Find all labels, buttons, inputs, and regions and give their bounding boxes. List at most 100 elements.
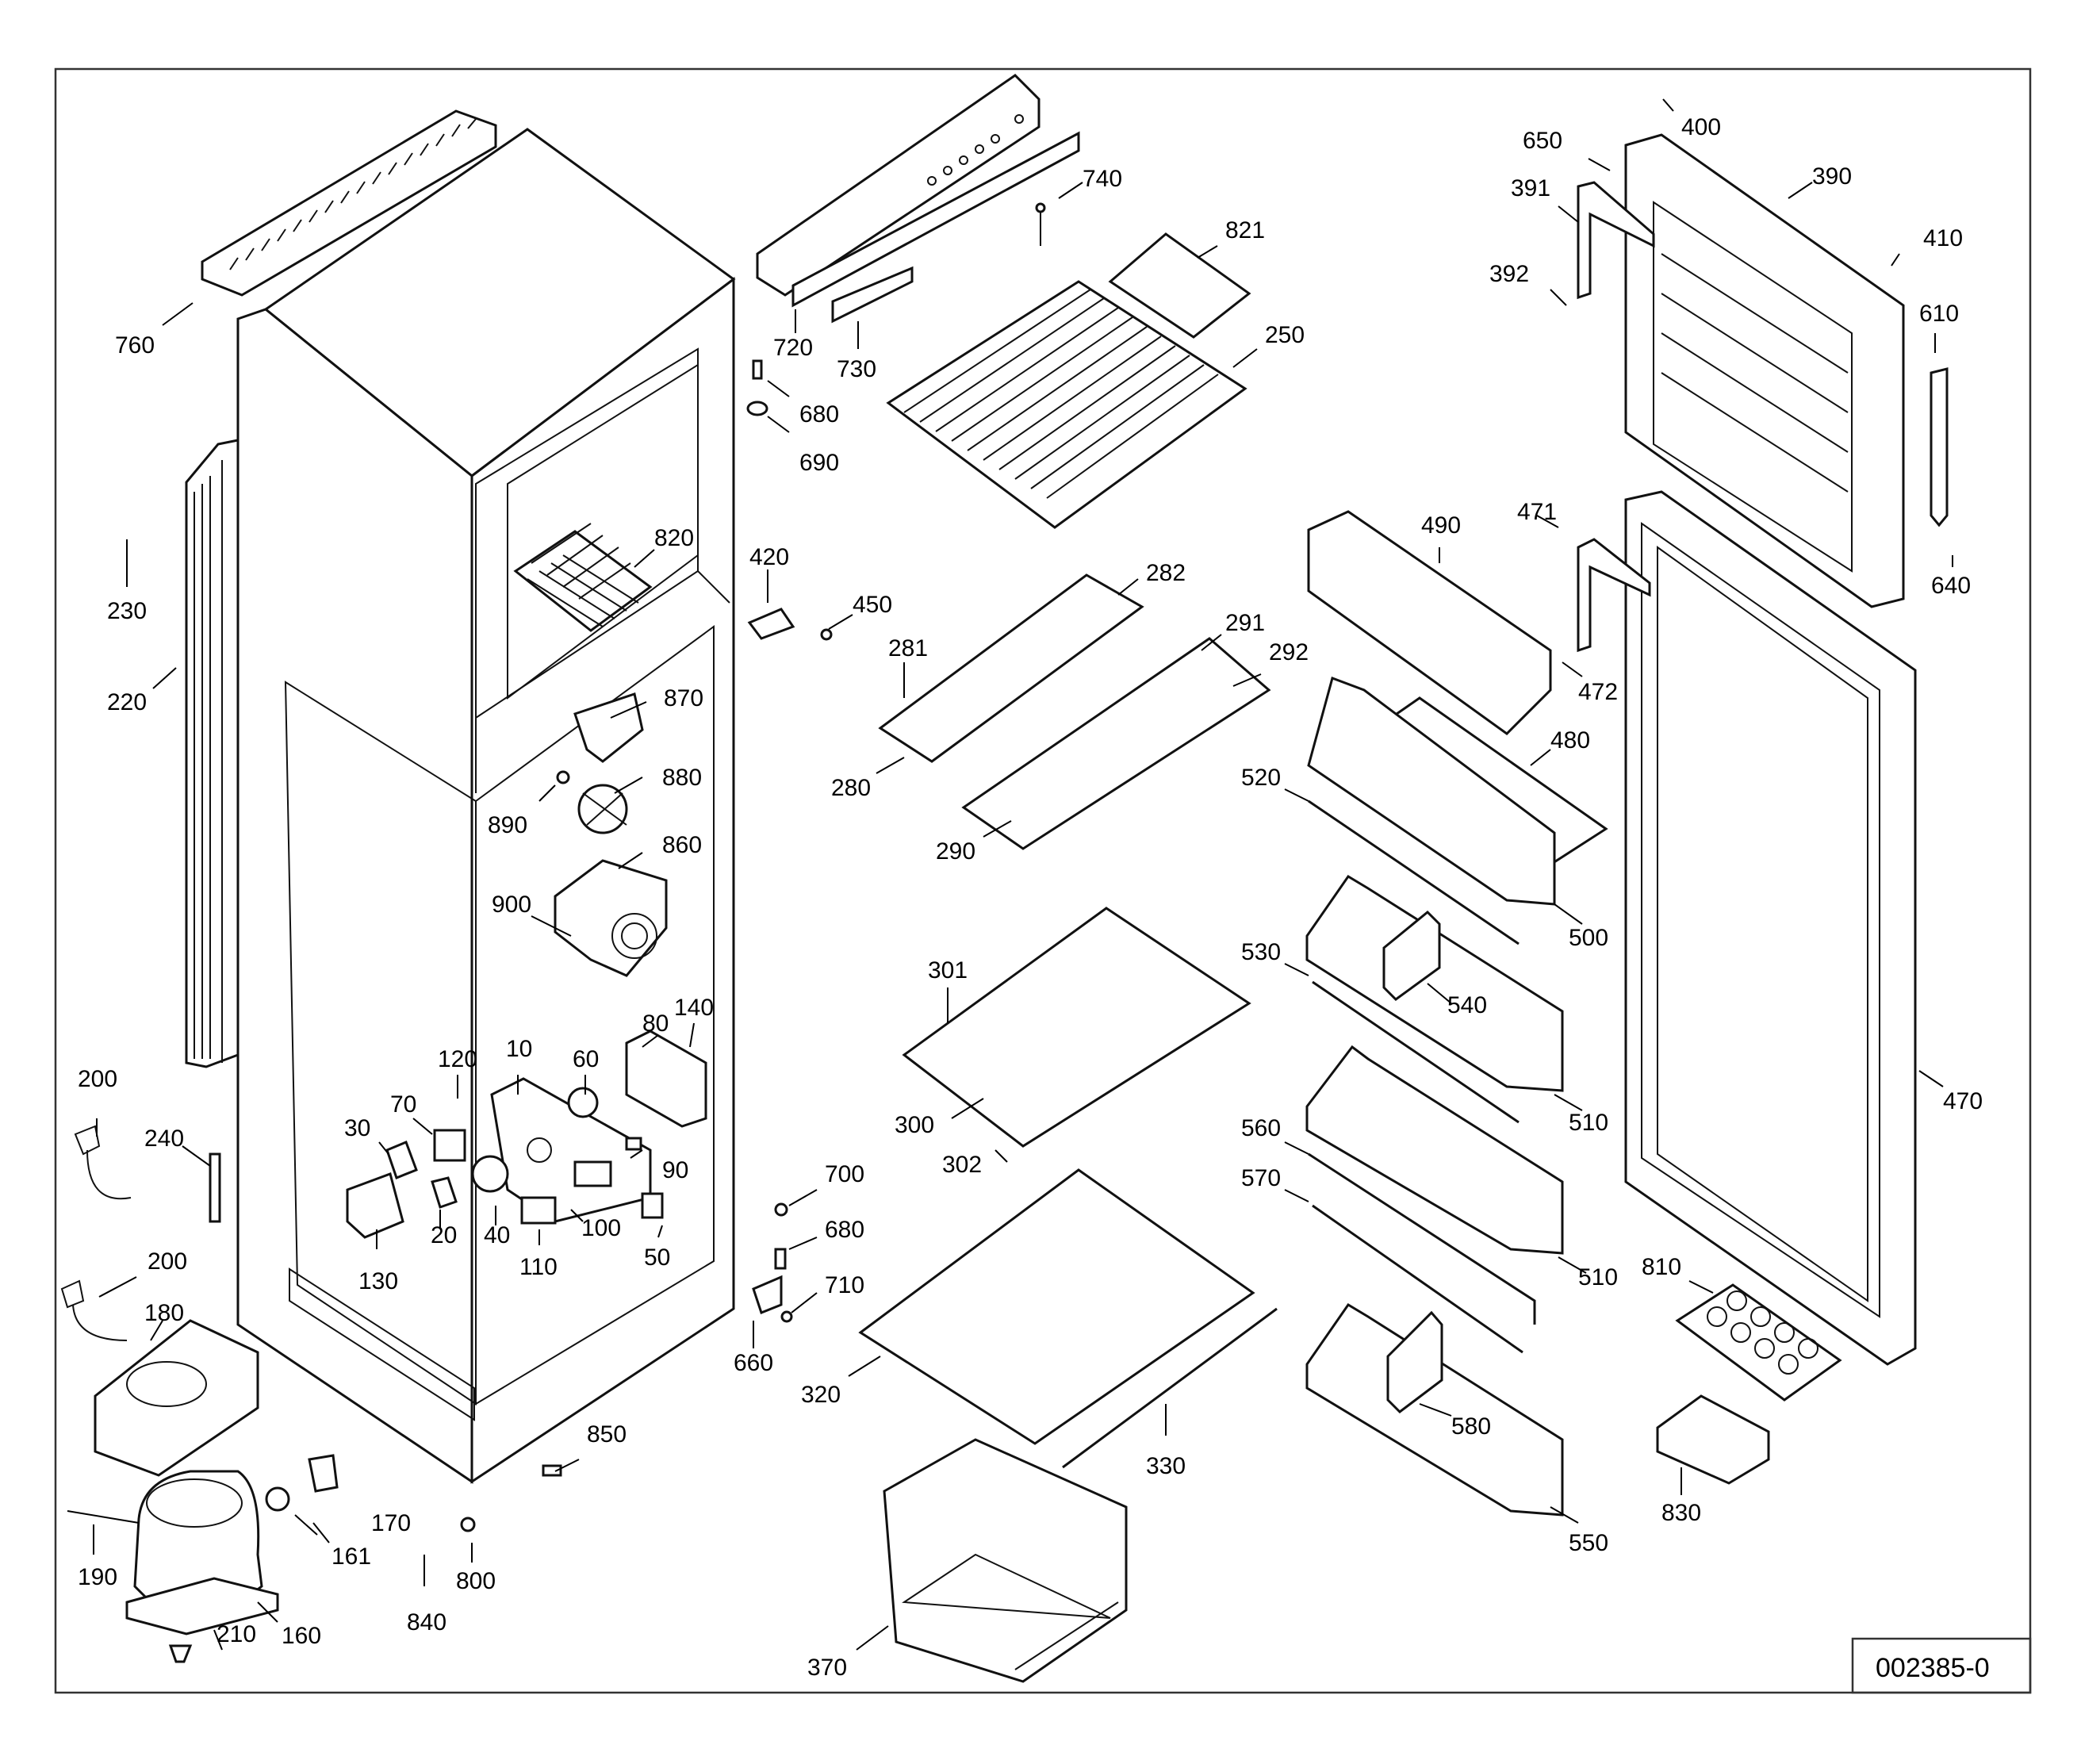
callout-label: 860: [662, 832, 702, 858]
diagram-border: [54, 67, 2032, 1694]
callout-label: 190: [78, 1564, 117, 1590]
callout-label: 680: [799, 401, 839, 428]
callout-label: 570: [1241, 1165, 1281, 1191]
callout-label: 410: [1923, 225, 1963, 251]
bin-lid-490: [1307, 510, 1552, 735]
callout-label: 240: [144, 1126, 184, 1152]
callout-label: 130: [358, 1268, 398, 1294]
callout-label: 500: [1569, 925, 1608, 951]
freezer-door: [1624, 133, 1905, 608]
callout-label: 391: [1511, 175, 1550, 201]
light-cover: [1108, 232, 1251, 339]
callout-label: 730: [837, 356, 876, 382]
callout-label: 160: [282, 1623, 321, 1649]
callout-label: 680: [825, 1217, 864, 1243]
fridge-handle: [1577, 538, 1651, 653]
callout-label: 40: [484, 1222, 510, 1248]
callout-label: 650: [1523, 128, 1562, 154]
callout-label: 100: [581, 1215, 621, 1241]
power-cord: [60, 1125, 132, 1341]
door-hinge-610: [1930, 367, 1949, 527]
callout-label: 250: [1265, 322, 1305, 348]
divider-580: [1386, 1310, 1443, 1413]
freezer-handle: [1577, 181, 1655, 300]
callout-label: 420: [749, 544, 789, 570]
callout-label: 800: [456, 1568, 496, 1594]
callout-label: 281: [888, 635, 928, 662]
callout-label: 840: [407, 1609, 446, 1636]
callout-label: 471: [1517, 499, 1557, 525]
callout-label: 120: [438, 1046, 477, 1072]
bin-510-lower: [1305, 1045, 1564, 1255]
callout-label: 450: [853, 592, 892, 618]
callout-label: 292: [1269, 639, 1309, 665]
fridge-door: [1624, 490, 1917, 1366]
callout-label: 282: [1146, 560, 1186, 586]
callout-label: 720: [773, 335, 813, 361]
callout-label: 510: [1569, 1110, 1608, 1136]
callout-label: 170: [371, 1510, 411, 1536]
callout-label: 690: [799, 450, 839, 476]
callout-label: 110: [519, 1254, 558, 1280]
callout-label: 301: [928, 957, 968, 984]
bin-500: [1307, 677, 1556, 906]
compressor: [67, 1454, 339, 1663]
compressor-tray: [94, 1319, 259, 1477]
callout-label: 302: [942, 1152, 982, 1178]
door-rods: [1308, 800, 1536, 1354]
callout-label: 870: [664, 685, 703, 711]
callout-label: 300: [895, 1112, 934, 1138]
callout-label: 220: [107, 689, 147, 715]
leader-lines: [93, 98, 1953, 1651]
callout-label: 550: [1569, 1530, 1608, 1556]
callout-label: 140: [674, 995, 714, 1021]
callout-label: 710: [825, 1272, 864, 1298]
callout-label: 60: [573, 1046, 599, 1072]
callout-label: 640: [1931, 573, 1971, 599]
callout-label: 70: [390, 1091, 416, 1118]
wire-shelf: [886, 280, 1247, 529]
callout-label: 520: [1241, 765, 1281, 791]
callout-label: 400: [1681, 114, 1721, 140]
drawing-number: 002385-0: [1876, 1653, 1990, 1683]
callout-label: 890: [488, 812, 527, 838]
callout-label: 900: [492, 892, 531, 918]
callout-label: 850: [587, 1421, 627, 1448]
control-panel: [756, 74, 1080, 324]
callout-label: 10: [506, 1036, 532, 1062]
callout-label: 700: [825, 1161, 864, 1187]
callout-label: 660: [734, 1350, 773, 1376]
callout-label: 280: [831, 775, 871, 801]
callout-label: 30: [344, 1115, 370, 1141]
callout-label: 370: [807, 1655, 847, 1681]
butter-box: [1656, 1394, 1770, 1485]
shelf-320: [858, 1168, 1255, 1445]
condenser: [185, 439, 240, 1068]
callout-label: 80: [642, 1010, 669, 1037]
callout-label: 740: [1083, 166, 1122, 192]
callout-labels: 760 230 220 200 240 200 180 190 161 160 …: [78, 114, 1983, 1681]
shelf-300: [902, 907, 1251, 1148]
callout-label: 161: [332, 1544, 371, 1570]
callout-label: 510: [1578, 1264, 1618, 1290]
callout-label: 20: [431, 1222, 457, 1248]
callout-label: 470: [1943, 1088, 1983, 1114]
hinge-lower: [752, 1275, 783, 1314]
cabinet-body: [201, 109, 736, 1484]
shelf-290: [961, 637, 1271, 850]
callout-label: 880: [662, 765, 702, 791]
part-240: [209, 1152, 221, 1223]
callout-label: 830: [1661, 1500, 1701, 1526]
shelf-280: [878, 573, 1144, 763]
drawing-number-box: [1851, 1637, 2032, 1694]
callout-label: 320: [801, 1382, 841, 1408]
callout-label: 472: [1578, 679, 1618, 705]
egg-tray: [1675, 1283, 1842, 1402]
crisper-strip: [1062, 1307, 1278, 1469]
callout-label: 560: [1241, 1115, 1281, 1141]
callout-label: 200: [78, 1066, 117, 1092]
callout-label: 180: [144, 1300, 184, 1326]
callout-label: 330: [1146, 1453, 1186, 1479]
hinge-upper: [747, 608, 795, 640]
crisper-drawer: [883, 1438, 1128, 1683]
